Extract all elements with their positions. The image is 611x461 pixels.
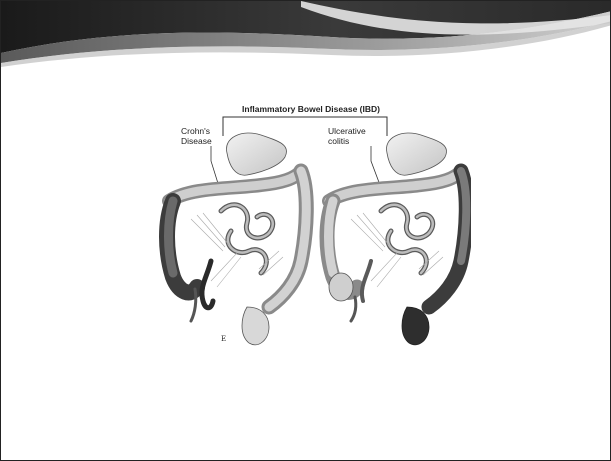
ulcerative-colitis-label-line2: colitis (328, 136, 349, 146)
crohns-label-line2: Disease (181, 136, 212, 146)
ulcerative-colitis-illustration (327, 133, 466, 345)
header-swoosh-decoration (1, 1, 611, 81)
corner-mark: E (221, 335, 226, 343)
ulcerative-colitis-label-line1: Ulcerative (328, 126, 366, 136)
crohns-label-line1: Crohn's (181, 126, 210, 136)
crohns-disease-illustration: E (167, 133, 306, 345)
diagram-title: Inflammatory Bowel Disease (IBD) (242, 104, 380, 114)
ibd-diagram: Inflammatory Bowel Disease (IBD) Crohn's… (151, 101, 471, 356)
